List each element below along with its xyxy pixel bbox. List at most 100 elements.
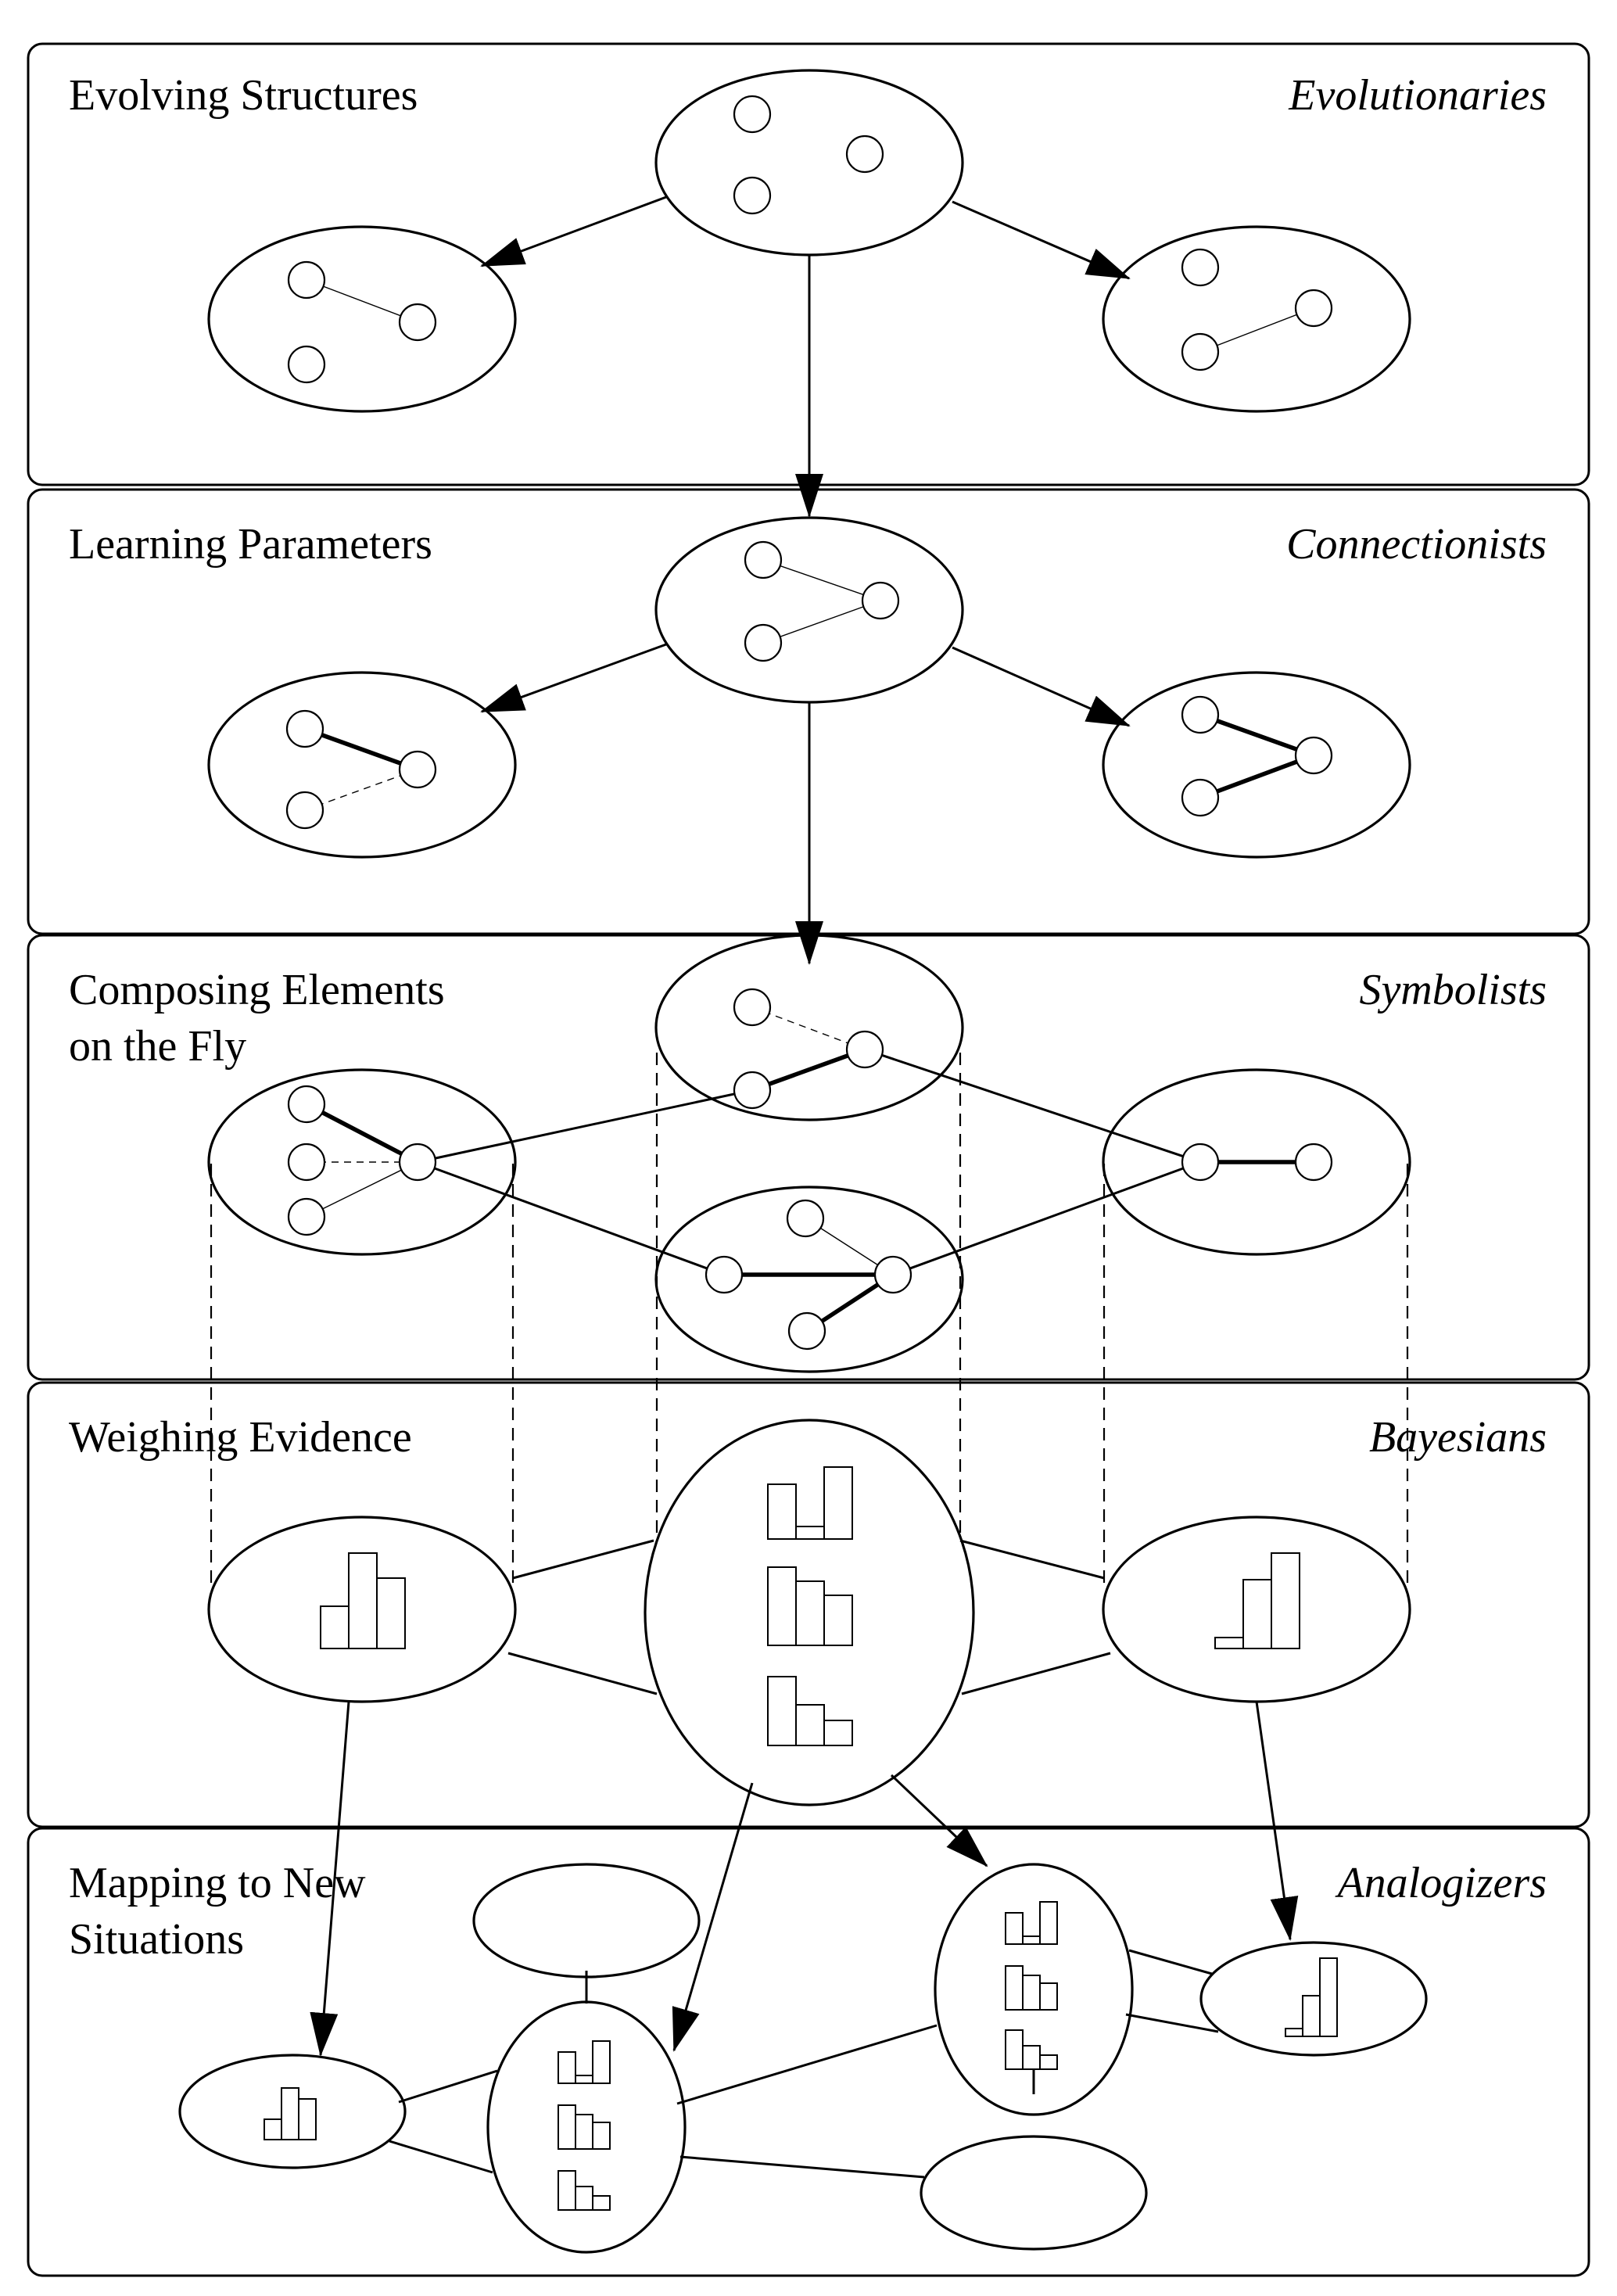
tribe-label: Analogizers: [1334, 1859, 1547, 1907]
histogram-icon: [1005, 1901, 1058, 1945]
node: [744, 623, 783, 662]
node: [705, 1255, 744, 1294]
node: [287, 1085, 326, 1124]
panel-title-line-2: on the Fly: [69, 1022, 246, 1071]
node: [733, 95, 772, 134]
histogram-icon: [767, 1466, 853, 1540]
node: [1181, 1143, 1220, 1182]
node: [845, 135, 884, 174]
network-ellipse: [1102, 671, 1411, 859]
case-ellipse: [472, 1863, 701, 1979]
child-structure-ellipse: [207, 225, 517, 413]
node: [787, 1311, 826, 1351]
node: [1181, 248, 1220, 287]
panel-title: Learning Parameters: [69, 520, 432, 569]
link: [961, 1652, 1111, 1695]
link: [1125, 2013, 1219, 2033]
connectionists-graph: [207, 516, 1411, 965]
node: [1294, 1143, 1333, 1182]
node: [287, 345, 326, 384]
analogizers-graph: [178, 1863, 1428, 2254]
link: [417, 1089, 753, 1164]
arrow: [310, 1701, 350, 2057]
link: [512, 1539, 654, 1580]
node: [1294, 289, 1333, 328]
panel-title: Weighing Evidence: [69, 1413, 412, 1462]
parent-structure-ellipse: [654, 69, 964, 257]
histogram-icon: [1285, 1957, 1338, 2037]
node: [861, 581, 900, 620]
link: [389, 2140, 493, 2174]
panel-title: Composing Elements: [69, 966, 445, 1014]
node: [733, 1071, 772, 1110]
inference-arrows: [310, 1701, 1299, 2057]
node: [287, 260, 326, 300]
histogram-icon: [264, 2087, 317, 2140]
node: [398, 1143, 437, 1182]
tribe-label: Evolutionaries: [1288, 71, 1547, 120]
node: [733, 176, 772, 215]
node: [287, 1143, 326, 1182]
node: [287, 1197, 326, 1236]
link: [959, 1539, 1105, 1580]
panel-title: Evolving Structures: [69, 71, 418, 120]
rule-ellipse: [654, 934, 964, 1121]
node: [285, 791, 324, 830]
histogram-icon: [1005, 2029, 1058, 2070]
joint-belief-ellipse: [644, 1419, 975, 1806]
arrow: [952, 200, 1131, 280]
node: [1181, 332, 1220, 371]
network-ellipse: [654, 516, 964, 704]
arrow: [672, 1782, 754, 2052]
panel-title: Mapping to New: [69, 1859, 366, 1907]
link: [676, 2024, 938, 2105]
arrow: [952, 646, 1131, 727]
histogram-icon: [1214, 1552, 1300, 1649]
arrow: [480, 643, 667, 713]
belief-ellipse: [207, 1516, 517, 1703]
node: [845, 1030, 884, 1069]
node: [398, 303, 437, 342]
case-ellipse: [178, 2054, 407, 2169]
node: [285, 709, 324, 748]
case-ellipse: [1199, 1941, 1428, 2057]
case-ellipse: [920, 2135, 1148, 2251]
tribe-label: Bayesians: [1369, 1413, 1547, 1462]
histogram-icon: [558, 2104, 611, 2150]
network-ellipse: [207, 671, 517, 859]
tribe-label: Symbolists: [1359, 966, 1547, 1014]
projection-dashed-lines: [210, 1053, 1409, 1587]
node: [1181, 695, 1220, 734]
histogram-icon: [1005, 1965, 1058, 2011]
tribe-label: Connectionists: [1286, 520, 1547, 569]
arrow: [890, 1774, 988, 1867]
bayesians-graph: [207, 1419, 1411, 1806]
rule-ellipse: [207, 1068, 517, 1256]
case-ellipse: [486, 2000, 687, 2254]
case-ellipse: [934, 1863, 1134, 2116]
arrow: [480, 196, 667, 267]
panel-mapping-situations: [27, 1827, 1590, 2277]
node: [873, 1255, 912, 1294]
histogram-icon: [558, 2040, 611, 2084]
node: [1181, 778, 1220, 817]
link: [507, 1652, 658, 1695]
panel-title-line-2: Situations: [69, 1915, 244, 1964]
link: [892, 1161, 1201, 1276]
evolutionaries-graph: [207, 69, 1411, 518]
panel-weighing-evidence: [27, 1381, 1590, 1828]
symbolists-graph: [207, 934, 1411, 1373]
link: [1128, 1949, 1213, 1975]
histogram-icon: [320, 1552, 406, 1649]
node: [786, 1199, 825, 1238]
node: [1294, 736, 1333, 775]
rule-ellipse: [1102, 1068, 1411, 1256]
link: [864, 1048, 1201, 1164]
link: [417, 1161, 725, 1276]
link: [398, 2069, 498, 2104]
node: [398, 750, 437, 789]
node: [744, 540, 783, 579]
child-structure-ellipse: [1102, 225, 1411, 413]
